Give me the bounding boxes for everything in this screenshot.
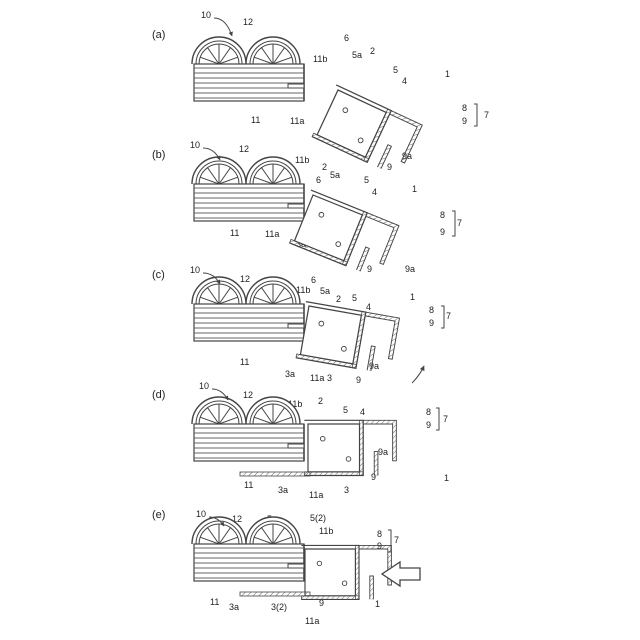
reference-numeral: 11b	[319, 526, 333, 536]
reference-numeral: 7	[443, 414, 448, 424]
base-plate	[240, 472, 310, 476]
reference-arrow	[214, 18, 232, 36]
wheel-pair	[192, 397, 300, 424]
reference-numeral: 11	[244, 480, 253, 490]
reference-numeral: 5	[352, 293, 357, 303]
reference-numeral: 9	[440, 227, 445, 237]
reference-numeral: 2	[322, 162, 327, 172]
reference-numeral: 4	[360, 407, 365, 417]
reference-numeral: 8	[429, 305, 434, 315]
battery-stack	[194, 304, 304, 341]
reference-numeral: 3a	[278, 485, 288, 495]
base-plate	[240, 592, 310, 596]
reference-numeral: 1	[412, 184, 417, 194]
reference-numeral: 10	[190, 140, 200, 150]
reference-numeral: 11b	[313, 54, 327, 64]
wheel-pair	[192, 157, 300, 184]
reference-numeral: 8	[377, 529, 382, 539]
panel-label: (a)	[152, 29, 165, 41]
reference-numeral: 5	[343, 405, 348, 415]
reference-numeral: 3	[327, 373, 332, 383]
reference-numeral: 12	[239, 144, 249, 154]
reference-numeral: 9	[429, 318, 434, 328]
reference-numeral: 5a	[330, 170, 340, 180]
battery-stack	[194, 64, 304, 101]
reference-numeral: 4	[402, 76, 407, 86]
reference-numeral: 12	[243, 390, 253, 400]
clip-member	[301, 545, 391, 599]
reference-numeral: 7	[457, 218, 462, 228]
reference-numeral: 11b	[295, 155, 309, 165]
wheel-pair	[192, 517, 300, 544]
group-bracket	[441, 306, 444, 328]
reference-numeral: 5	[364, 175, 369, 185]
battery-stack	[194, 544, 304, 581]
reference-numeral: 5a	[320, 286, 330, 296]
reference-numeral: 1	[445, 69, 450, 79]
reference-numeral: 8	[426, 407, 431, 417]
reference-numeral: 2	[336, 294, 341, 304]
reference-numeral: 3a	[285, 369, 295, 379]
group-bracket	[452, 211, 455, 236]
reference-numeral: 8	[462, 103, 467, 113]
reference-numeral: 8	[440, 210, 445, 220]
reference-numeral: 12	[240, 274, 250, 284]
reference-numeral: 4	[372, 187, 377, 197]
clip-member	[296, 302, 399, 375]
panel-label: (c)	[152, 269, 165, 281]
reference-numeral: 6	[316, 175, 321, 185]
reference-numeral: 4	[366, 302, 371, 312]
reference-numeral: 1	[444, 473, 449, 483]
reference-numeral: 9a	[378, 447, 388, 457]
battery-stack	[194, 424, 304, 461]
reference-numeral: 10	[201, 10, 211, 20]
reference-numeral: 11	[230, 228, 239, 238]
reference-numeral: 9	[387, 162, 392, 172]
panel-label: (e)	[152, 509, 165, 521]
reference-numeral: 3a	[229, 602, 239, 612]
reference-numeral: 11a	[310, 373, 324, 383]
reference-numeral: 6	[311, 275, 316, 285]
clip-member	[312, 85, 422, 177]
reference-numeral: 9	[367, 264, 372, 274]
reference-numeral: 1	[375, 599, 380, 609]
reference-numeral: 11a	[309, 490, 323, 500]
reference-numeral: 5a	[352, 50, 362, 60]
clip-member	[290, 190, 399, 278]
reference-numeral: 9a	[405, 264, 415, 274]
reference-numeral: 3(2)	[271, 602, 287, 612]
reference-numeral: 11	[251, 115, 260, 125]
panel-label: (d)	[152, 389, 165, 401]
reference-numeral: 10	[196, 509, 206, 519]
reference-numeral: 6	[344, 33, 349, 43]
reference-numeral: 2	[318, 396, 323, 406]
wheel-pair	[192, 37, 300, 64]
reference-numeral: 11a	[305, 616, 319, 626]
group-bracket	[474, 104, 477, 126]
reference-numeral: 11	[210, 597, 219, 607]
reference-numeral: 10	[199, 381, 209, 391]
reference-numeral: 9	[462, 116, 467, 126]
reference-numeral: 5(2)	[310, 513, 326, 523]
reference-numeral: 3	[344, 485, 349, 495]
reference-numeral: 7	[394, 535, 399, 545]
reference-numeral: 1	[410, 292, 415, 302]
reference-numeral: 9	[356, 375, 361, 385]
rotation-arrow	[412, 366, 424, 383]
reference-numeral: 12	[243, 17, 253, 27]
reference-numeral: 9	[426, 420, 431, 430]
reference-numeral: 2	[370, 46, 375, 56]
reference-numeral: 11	[240, 357, 249, 367]
reference-numeral: 7	[484, 110, 489, 120]
reference-numeral: 5	[393, 65, 398, 75]
reference-numeral: 7	[446, 311, 451, 321]
reference-numeral: 11a	[290, 116, 304, 126]
reference-numeral: 10	[190, 265, 200, 275]
battery-stack	[194, 184, 304, 221]
reference-numeral: 11a	[265, 229, 279, 239]
group-bracket	[436, 408, 439, 430]
panel-label: (b)	[152, 149, 165, 161]
